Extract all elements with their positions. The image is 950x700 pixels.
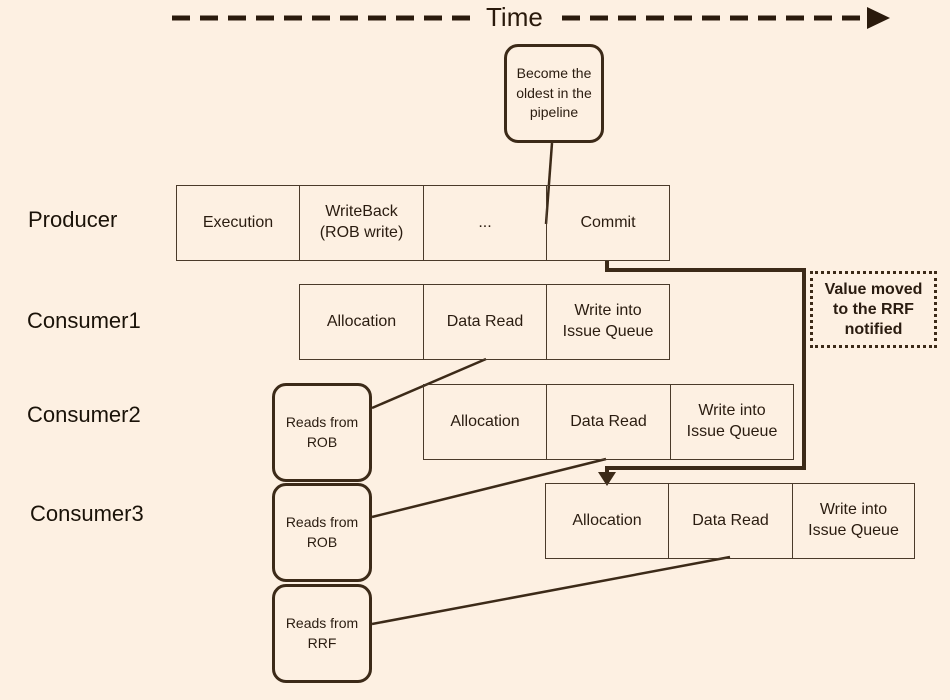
producer-stage-commit: Commit bbox=[546, 185, 670, 261]
consumer3-stage-write-iq: Write into Issue Queue bbox=[792, 483, 915, 559]
producer-stage-writeback: WriteBack (ROB write) bbox=[299, 185, 424, 261]
row-label-consumer3: Consumer3 bbox=[30, 501, 144, 526]
consumer3-stage-data-read: Data Read bbox=[668, 483, 793, 559]
producer-stage-execution: Execution bbox=[176, 185, 300, 261]
time-arrow-head bbox=[867, 7, 890, 29]
consumer1-stage-data-read: Data Read bbox=[423, 284, 547, 360]
producer-stage-ellipsis: ... bbox=[423, 185, 547, 261]
rrf-connector bbox=[371, 555, 731, 626]
consumer3-stage-allocation: Allocation bbox=[545, 483, 669, 559]
consumer1-stage-allocation: Allocation bbox=[299, 284, 424, 360]
row-label-consumer2: Consumer2 bbox=[27, 402, 141, 427]
time-label: Time bbox=[486, 2, 543, 32]
consumer2-stage-write-iq: Write into Issue Queue bbox=[670, 384, 794, 460]
callout-oldest: Become the oldest in the pipeline bbox=[504, 44, 604, 143]
consumer2-stage-data-read: Data Read bbox=[546, 384, 671, 460]
callout-reads-rob-2: Reads from ROB bbox=[272, 483, 372, 582]
consumer1-stage-write-iq: Write into Issue Queue bbox=[546, 284, 670, 360]
callout-reads-rob-1: Reads from ROB bbox=[272, 383, 372, 482]
consumer2-stage-allocation: Allocation bbox=[423, 384, 547, 460]
row-label-producer: Producer bbox=[28, 207, 118, 232]
row-label-consumer1: Consumer1 bbox=[27, 308, 141, 333]
callout-reads-rrf: Reads from RRF bbox=[272, 584, 372, 683]
note-value-moved: Value moved to the RRF notified bbox=[810, 271, 937, 348]
